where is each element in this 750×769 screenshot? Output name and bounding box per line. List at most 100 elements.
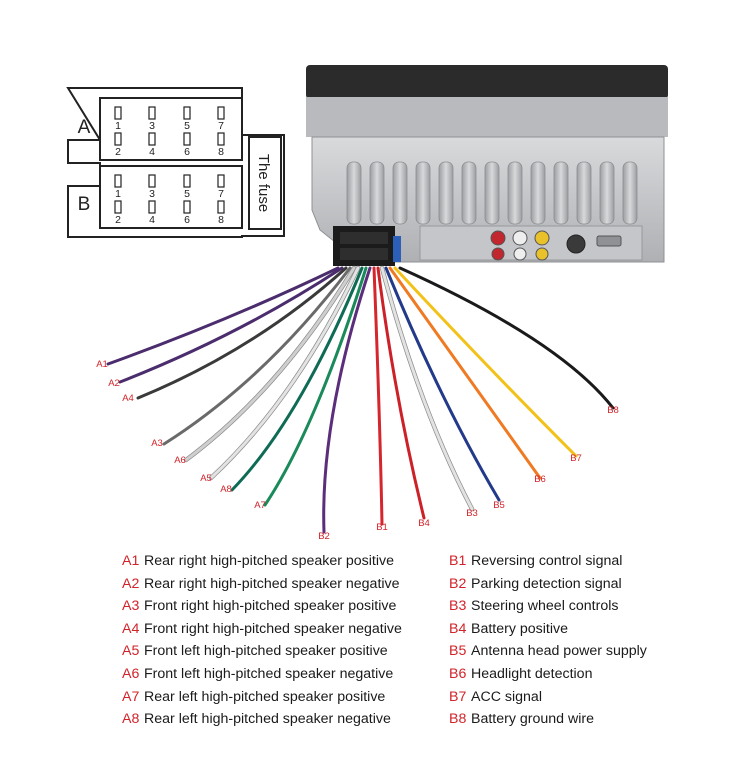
- rca-jack-red: [490, 230, 506, 246]
- legend-text: Front left high-pitched speaker negative: [144, 665, 394, 682]
- cooling-fin: [530, 161, 546, 225]
- wire-label-b6: B6: [534, 474, 546, 485]
- usb-port: [596, 235, 622, 247]
- wire-label-b2: B2: [318, 531, 330, 542]
- cooling-fin: [507, 161, 523, 225]
- row-b-label: B: [78, 194, 91, 215]
- legend-text: Rear left high-pitched speaker positive: [144, 688, 386, 705]
- plug-slot-b: [340, 248, 388, 260]
- legend-text: Front left high-pitched speaker positive: [144, 643, 388, 660]
- wire-b3: [380, 266, 474, 511]
- plug-slot-a: [340, 232, 388, 244]
- legend-text: Front right high-pitched speaker negativ…: [144, 620, 402, 637]
- pin-slot: [217, 174, 225, 188]
- pin-slot: [148, 200, 156, 214]
- legend-code: B1: [449, 553, 467, 569]
- legend-code: B5: [449, 643, 467, 660]
- legend-text: Battery positive: [471, 620, 568, 637]
- legend-code: B2: [449, 575, 467, 592]
- plug-fuse: [393, 236, 401, 262]
- legend-text: Antenna head power supply: [471, 643, 647, 660]
- wiring-plug: [333, 226, 401, 266]
- fuse-box: [248, 136, 282, 230]
- legend-code: A7: [122, 688, 140, 705]
- rca-jacks: [490, 230, 622, 261]
- wire-a7: [263, 266, 368, 507]
- pin-number: 2: [115, 214, 121, 226]
- legend-code: B6: [449, 665, 467, 682]
- rca-jack-white: [512, 230, 528, 246]
- cooling-fin: [369, 161, 385, 225]
- legend-code: B8: [449, 711, 467, 728]
- legend-text: Rear left high-pitched speaker negative: [144, 711, 391, 728]
- pin-number: 4: [149, 214, 155, 226]
- cooling-fin: [392, 161, 408, 225]
- pin-number: 6: [184, 146, 190, 158]
- pin-number: 8: [218, 214, 224, 226]
- wire-label-a5: A5: [200, 473, 212, 484]
- cooling-fins: [346, 161, 638, 225]
- pin-slot: [114, 200, 122, 214]
- wire-b5: [384, 266, 501, 502]
- pin-number: 8: [218, 146, 224, 158]
- pin-slot: [217, 106, 225, 120]
- connector-outline: [66, 87, 285, 238]
- cooling-fin: [346, 161, 362, 225]
- rca-jack-yellow: [534, 230, 550, 246]
- cooling-fin: [553, 161, 569, 225]
- wire-label-b5: B5: [493, 500, 505, 511]
- cooling-fin: [415, 161, 431, 225]
- pin-number: 5: [184, 188, 190, 200]
- fuse-label: The fuse: [255, 154, 272, 212]
- wire-b7: [393, 266, 578, 458]
- wire-label-a3: A3: [151, 438, 163, 449]
- unit-front-plate: [306, 97, 668, 137]
- cooling-fin: [576, 161, 592, 225]
- wire-b1: [372, 266, 384, 526]
- legend-text: Rear right high-pitched speaker negative: [144, 575, 400, 592]
- legend-text: Reversing control signal: [471, 553, 623, 569]
- cooling-fin: [599, 161, 615, 225]
- pin-slot: [148, 174, 156, 188]
- legend-text: Front right high-pitched speaker positiv…: [144, 598, 397, 615]
- pin-slot: [148, 106, 156, 120]
- wire-a5: [209, 266, 360, 480]
- wire-a1: [106, 266, 340, 366]
- wire-b6: [388, 266, 542, 480]
- pin-slot: [148, 132, 156, 146]
- legend-text: Battery ground wire: [471, 711, 595, 728]
- pin-number: 7: [218, 120, 224, 132]
- wire-a3: [162, 266, 352, 446]
- pin-slot: [114, 174, 122, 188]
- legend-code: A6: [122, 665, 140, 682]
- pin-slot: [183, 200, 191, 214]
- cooling-fin: [438, 161, 454, 225]
- legend-code: A4: [122, 620, 140, 637]
- row-a-label: A: [78, 117, 91, 138]
- pin-number: 1: [115, 188, 121, 200]
- wire-label-b1: B1: [376, 522, 388, 533]
- unit-screen-bezel: [306, 65, 668, 99]
- legend-code: A8: [122, 711, 140, 728]
- pin-slot: [183, 174, 191, 188]
- wire-label-b8: B8: [607, 405, 619, 416]
- legend-code: A3: [122, 598, 140, 615]
- cooling-fin: [461, 161, 477, 225]
- wire-b2: [322, 266, 372, 534]
- pin-number: 4: [149, 146, 155, 158]
- cooling-fin: [484, 161, 500, 225]
